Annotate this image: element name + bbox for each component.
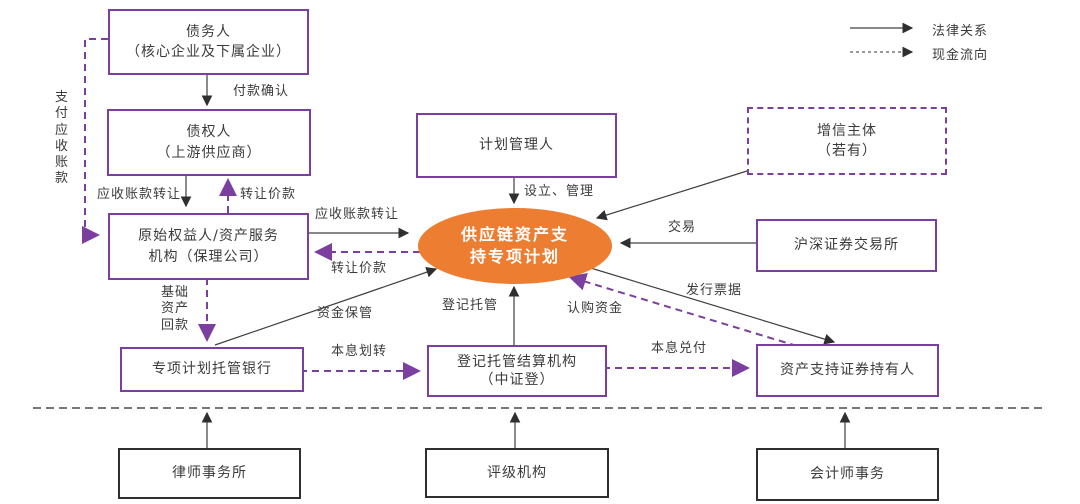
node-creditor-line2: （上游供应商） xyxy=(156,144,262,161)
node-spv-line2: 持专项计划 xyxy=(469,247,560,266)
edge-label-principal-interest-transfer: 本息划转 xyxy=(331,344,388,359)
edge-subscription-funds xyxy=(568,273,798,347)
node-credit-enhancer: 增信主体 （若有） xyxy=(747,107,947,175)
edge-issue-notes xyxy=(583,265,836,345)
edge-label-issue-notes: 发行票据 xyxy=(686,283,743,298)
node-debtor-line2: （核心企业及下属企业） xyxy=(126,44,291,60)
edge-fund-custody xyxy=(214,267,438,346)
node-debtor: 债务人 （核心企业及下属企业） xyxy=(108,9,309,75)
edge-label-setup-manage: 设立、管理 xyxy=(524,184,595,199)
node-exchange: 沪深证券交易所 xyxy=(756,219,937,272)
edge-label-subscription-funds: 认购资金 xyxy=(567,301,624,316)
node-creditor: 债权人 （上游供应商） xyxy=(107,109,311,176)
legend-legal-relation-label: 法律关系 xyxy=(932,24,989,39)
edge-label-receivables-transfer-vertical: 应收账款转让 xyxy=(97,187,182,202)
node-plan-manager: 计划管理人 xyxy=(416,113,617,178)
node-registrar-line2: （中证登） xyxy=(479,372,555,388)
node-originator: 原始权益人/资产服务 机构（保理公司） xyxy=(108,213,309,280)
edge-label-receivables-transfer-horizontal: 应收账款转让 xyxy=(315,207,400,222)
edge-label-transfer-price-horizontal: 转让价款 xyxy=(331,261,388,276)
legend-cash-flow-label: 现金流向 xyxy=(932,48,989,63)
edge-pay-receivables xyxy=(82,38,108,244)
node-debtor-line1: 债务人 xyxy=(186,23,231,40)
edge-label-transfer-price-vertical: 转让价款 xyxy=(240,187,297,202)
node-spv-line1: 供应链资产支 xyxy=(460,225,569,245)
edge-label-pay-receivables: 支付应收账款 xyxy=(55,90,70,187)
node-credit-enhancer-line1: 增信主体 xyxy=(817,122,877,139)
node-accounting-firm-label: 会计师事务 xyxy=(810,466,885,483)
edge-label-registration-custody: 登记托管 xyxy=(442,298,499,313)
node-originator-line2: 机构（保理公司） xyxy=(148,248,269,265)
node-registrar-line1: 登记托管结算机构 xyxy=(457,353,577,370)
node-plan-manager-label: 计划管理人 xyxy=(479,137,554,154)
edge-credit-enhance xyxy=(595,170,748,221)
node-custodian-bank: 专项计划托管银行 xyxy=(120,347,304,392)
node-creditor-line1: 债权人 xyxy=(186,124,232,141)
node-custodian-bank-label: 专项计划托管银行 xyxy=(152,361,272,378)
node-exchange-label: 沪深证券交易所 xyxy=(794,237,899,254)
node-rating-agency-label: 评级机构 xyxy=(487,464,547,481)
edge-label-payment-confirm: 付款确认 xyxy=(233,84,290,99)
edge-label-principal-interest-payment: 本息兑付 xyxy=(651,341,708,356)
node-rating-agency: 评级机构 xyxy=(425,448,609,498)
edge-label-trade: 交易 xyxy=(668,220,697,235)
node-law-firm: 律师事务所 xyxy=(118,448,301,499)
node-holders-label: 资产支持证券持有人 xyxy=(780,362,915,379)
node-accounting-firm: 会计师事务 xyxy=(756,448,939,501)
node-credit-enhancer-line2: （若有） xyxy=(817,143,877,159)
edge-label-fund-custody: 资金保管 xyxy=(317,306,374,321)
node-holders: 资产支持证券持有人 xyxy=(756,344,939,397)
edge-label-underlying-asset-repayment: 基础资产回款 xyxy=(161,285,190,333)
node-originator-line1: 原始权益人/资产服务 xyxy=(138,228,279,245)
node-law-firm-label: 律师事务所 xyxy=(172,465,247,482)
node-registrar: 登记托管结算机构 （中证登） xyxy=(427,345,607,397)
node-spv-ellipse: 供应链资产支 持专项计划 xyxy=(418,208,612,284)
